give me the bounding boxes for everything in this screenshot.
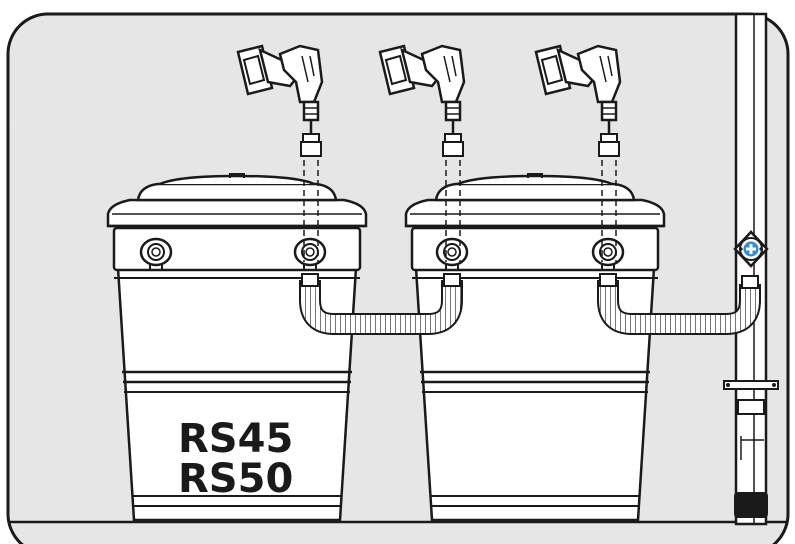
drill-guide-lines: [303, 150, 617, 262]
plus-icon: [743, 241, 759, 257]
hose-left-to-right: [299, 273, 463, 335]
downpipe: [723, 12, 779, 526]
barrel-right: [404, 172, 666, 522]
model-label-line-1: RS45: [178, 416, 293, 462]
model-label-line-2: RS50: [178, 456, 293, 502]
hose-right-to-downpipe: [597, 273, 761, 335]
downpipe-end-cap: [734, 492, 768, 518]
pipe-bracket: [723, 380, 779, 390]
diverter-fitting: [733, 230, 769, 268]
